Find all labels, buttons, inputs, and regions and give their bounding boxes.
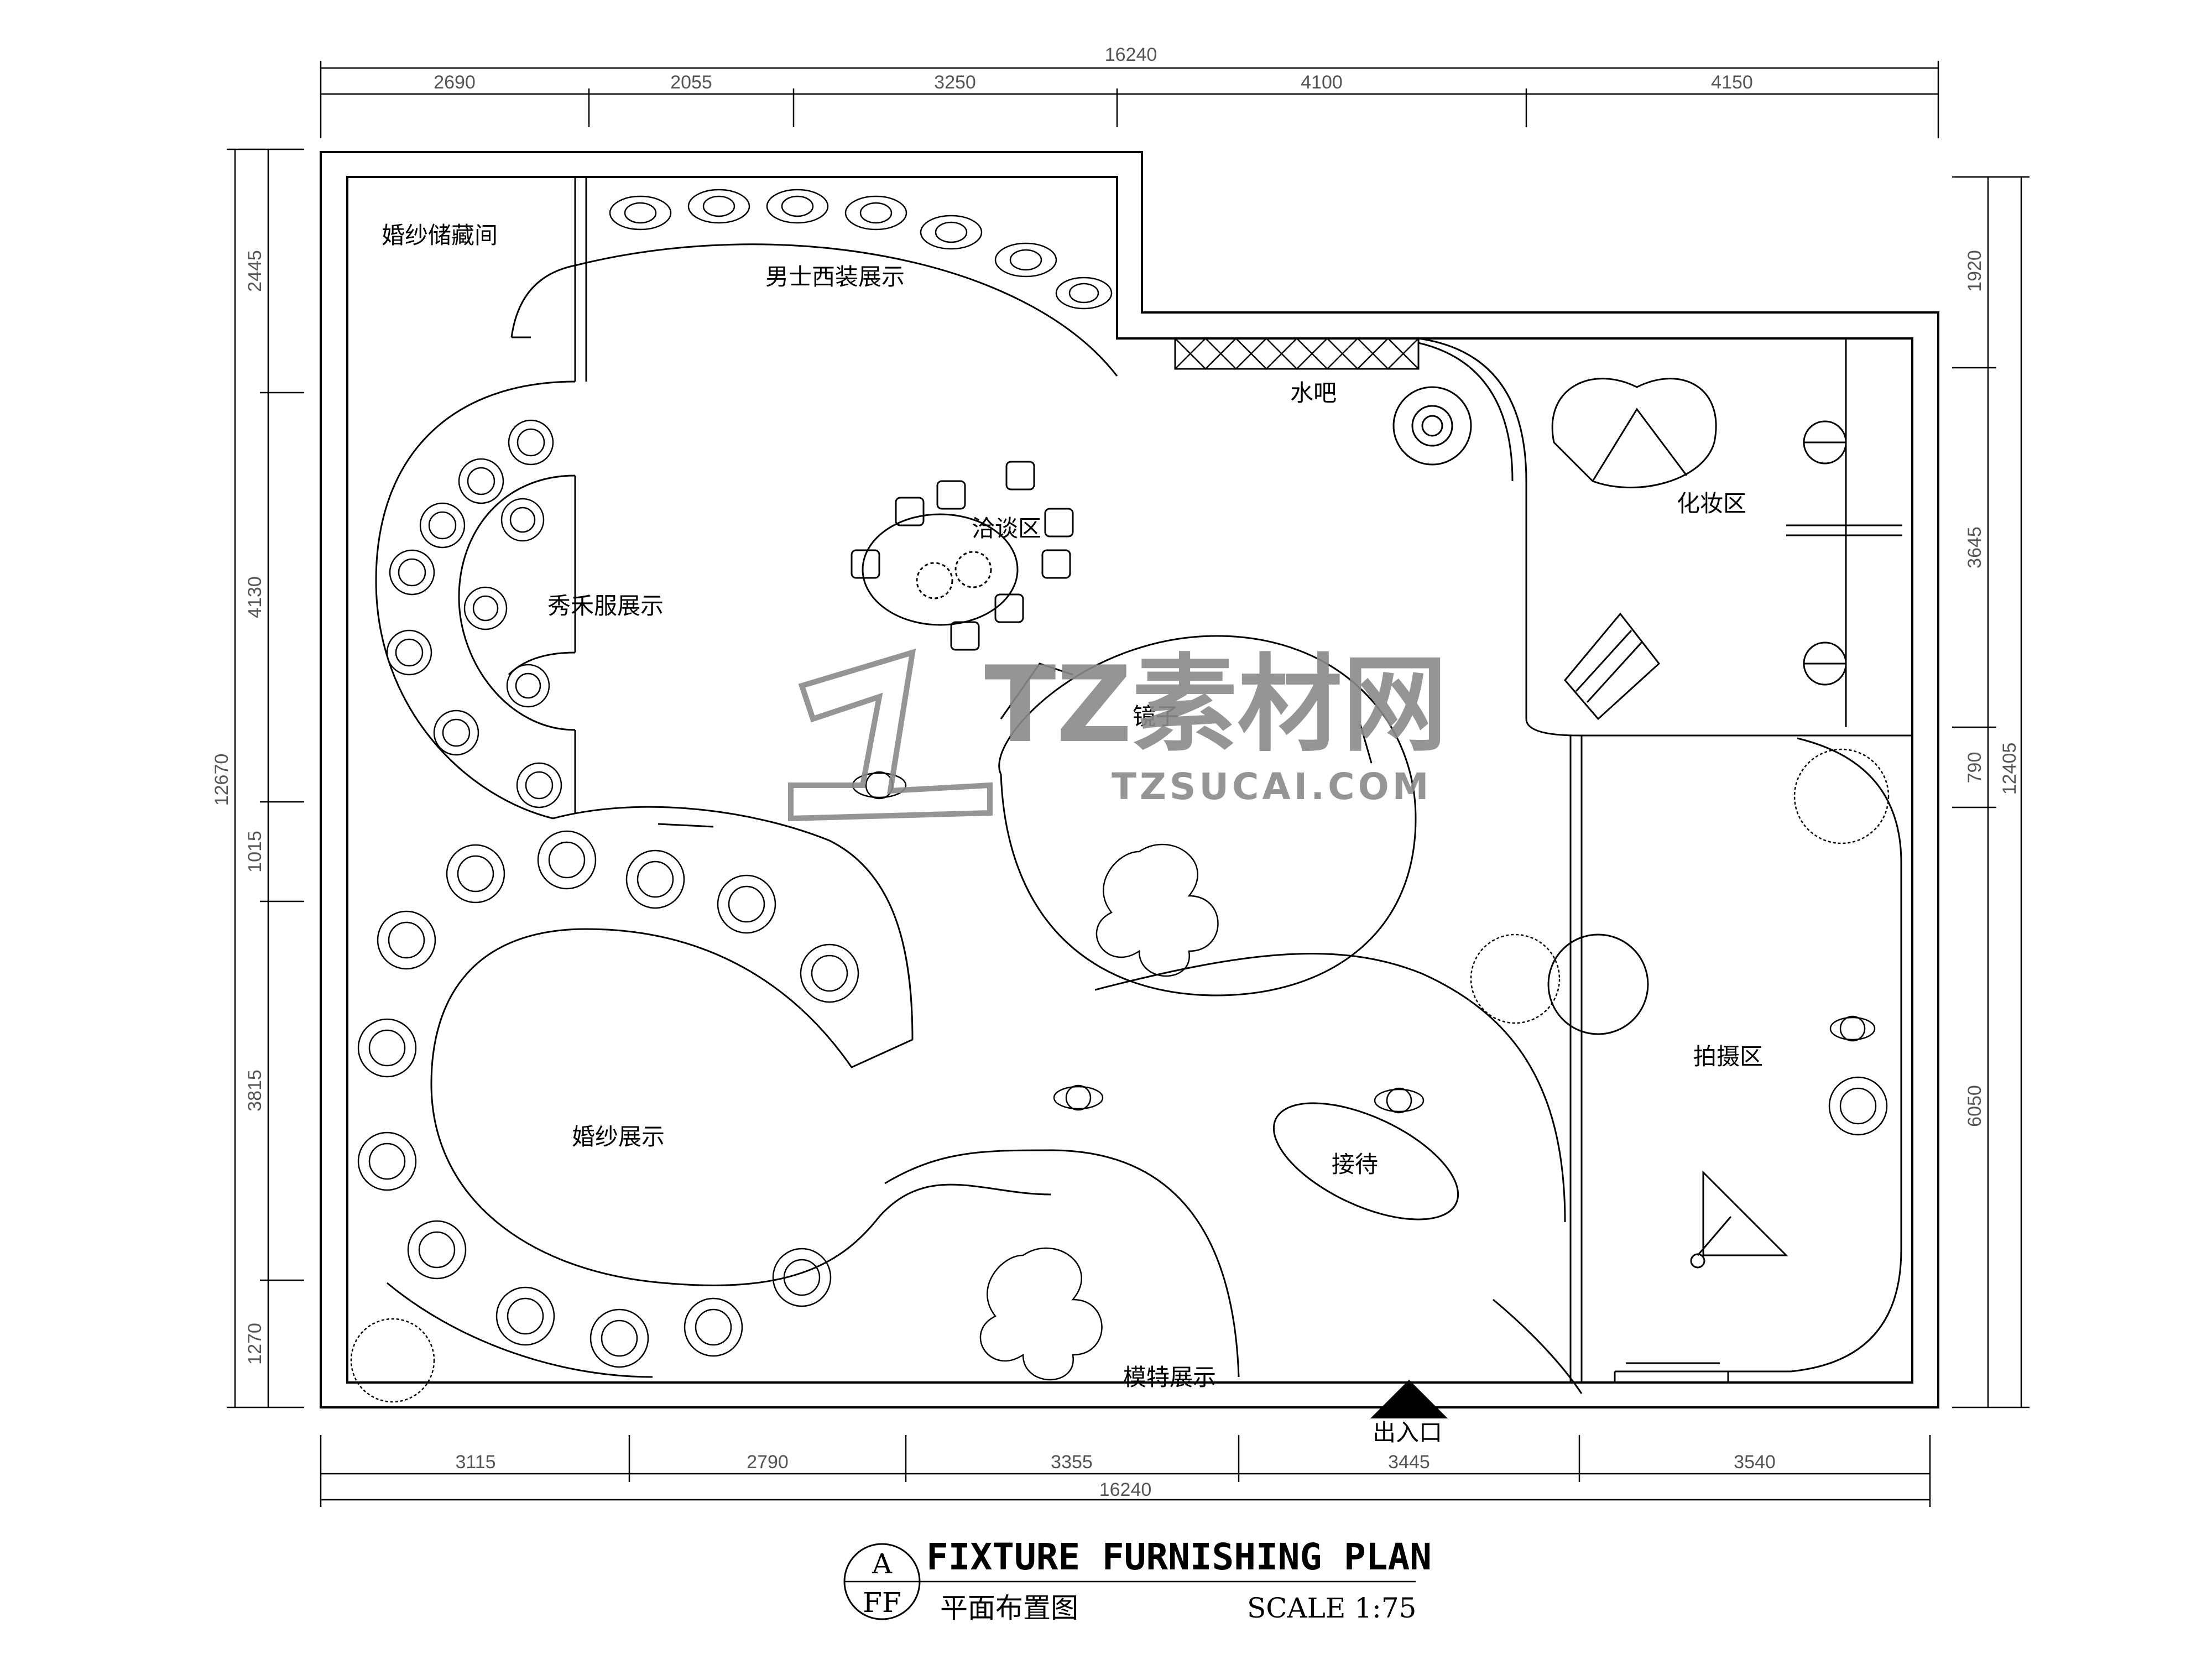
dim-top-4: 4100 xyxy=(1301,72,1343,93)
dim-left-2: 4130 xyxy=(244,576,265,618)
reception-desk xyxy=(1272,1102,1459,1220)
drawing-scale: SCALE 1:75 xyxy=(1247,1592,1417,1624)
label-mirror: 镜子 xyxy=(1133,703,1179,730)
drawing-subtitle: 平面布置图 xyxy=(940,1592,1078,1624)
mens-suit-mannequins xyxy=(609,189,1113,310)
dim-right-1: 1920 xyxy=(1964,250,1985,292)
dim-bottom-3: 3355 xyxy=(1051,1452,1093,1473)
people-figures xyxy=(852,771,1876,1114)
dim-right-2: 3645 xyxy=(1964,526,1985,568)
dim-left-3: 1015 xyxy=(244,831,265,873)
negotiation-table xyxy=(851,461,1074,651)
interior-partitions xyxy=(375,177,1912,1418)
dimension-lines-top: 16240 2690 2055 3250 4100 4150 xyxy=(320,44,1939,138)
dim-bottom-2: 2790 xyxy=(747,1452,789,1473)
dim-left-total: 12670 xyxy=(211,754,232,806)
makeup-furniture xyxy=(1551,378,1847,721)
outer-walls xyxy=(320,151,1939,1408)
symbol-top-text: A xyxy=(872,1548,893,1580)
room-labels: 婚纱储藏间 男士西装展示 水吧 化妆区 洽谈区 秀禾服展示 镜子 婚纱展示 拍摄… xyxy=(382,222,1763,1446)
dimension-lines-left: 12670 2445 4130 1015 3815 1270 xyxy=(211,148,304,1408)
watermark-logo-icon xyxy=(788,648,993,822)
label-wedding-dress: 婚纱展示 xyxy=(572,1123,665,1150)
water-bar-fixture xyxy=(1392,386,1472,466)
watermark-main-text: TZ素材网 xyxy=(984,644,1447,766)
dim-bottom-5: 3540 xyxy=(1734,1452,1776,1473)
entrance-arrow-icon xyxy=(1370,1380,1448,1418)
dimension-lines-right: 1920 3645 790 6050 12405 xyxy=(1952,176,2030,1408)
plants-and-flowers xyxy=(350,748,1890,1403)
dim-top-2: 2055 xyxy=(670,72,712,93)
dim-left-5: 1270 xyxy=(244,1323,265,1365)
drawing-title: FIXTURE FURNISHING PLAN xyxy=(926,1536,1432,1578)
xiuhe-garment-racks xyxy=(386,419,562,808)
dim-top-5: 4150 xyxy=(1711,72,1753,93)
dim-top-3: 3250 xyxy=(934,72,976,93)
label-photo: 拍摄区 xyxy=(1693,1043,1763,1070)
label-dress-storage: 婚纱储藏间 xyxy=(382,222,498,249)
watermark: TZ素材网 TZSUCAI.COM xyxy=(788,644,1447,822)
label-xiuhe-display: 秀禾服展示 xyxy=(547,592,664,619)
dim-left-4: 3815 xyxy=(244,1070,265,1112)
label-mens-suits: 男士西装展示 xyxy=(765,263,905,290)
label-model-display: 模特展示 xyxy=(1123,1364,1216,1391)
photo-furniture xyxy=(1547,933,1788,1269)
dim-left-1: 2445 xyxy=(244,250,265,292)
dim-top-total: 16240 xyxy=(1105,44,1157,65)
title-block: A FF FIXTURE FURNISHING PLAN 平面布置图 SCALE… xyxy=(843,1536,1432,1624)
dim-right-total: 12405 xyxy=(1999,743,2020,795)
label-makeup: 化妆区 xyxy=(1677,490,1746,517)
label-water-bar: 水吧 xyxy=(1290,379,1337,406)
dim-top-1: 2690 xyxy=(434,72,476,93)
label-entrance: 出入口 xyxy=(1373,1419,1442,1446)
symbol-bottom-text: FF xyxy=(863,1587,901,1619)
dim-bottom-1: 3115 xyxy=(455,1452,495,1473)
watermark-url-text: TZSUCAI.COM xyxy=(1112,765,1432,808)
label-negotiation: 洽谈区 xyxy=(972,515,1041,542)
wedding-dress-racks xyxy=(357,830,1888,1368)
label-reception: 接待 xyxy=(1332,1151,1378,1178)
dim-bottom-4: 3445 xyxy=(1388,1452,1430,1473)
dim-bottom-total: 16240 xyxy=(1099,1479,1152,1500)
dim-right-4: 6050 xyxy=(1964,1085,1985,1127)
dim-right-3: 790 xyxy=(1964,752,1985,784)
dimension-lines-bottom: 3115 2790 3355 3445 3540 16240 xyxy=(320,1435,1931,1507)
